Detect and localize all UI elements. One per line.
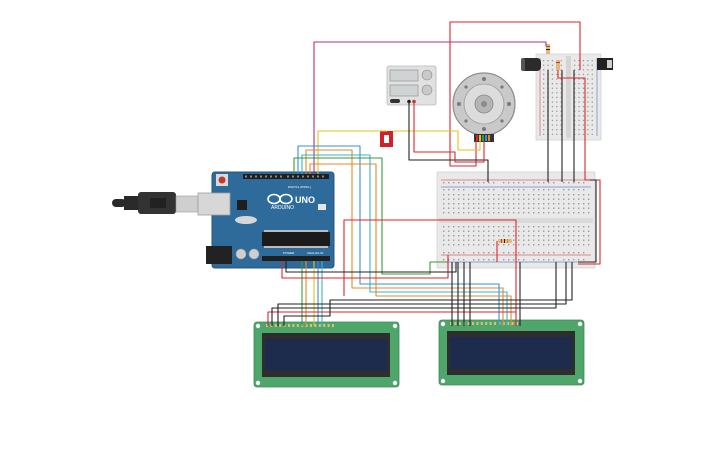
- voltage-display: [389, 69, 419, 82]
- wire-black-lcd-l1[interactable]: [271, 262, 557, 326]
- brand-label: ARDUINO: [271, 205, 294, 211]
- capacitor-stripe: [521, 58, 525, 71]
- lcd-left-screen: [265, 339, 387, 371]
- battery-clip[interactable]: [597, 58, 613, 70]
- wire-orange-d[interactable]: [305, 149, 504, 326]
- digital-header: [243, 174, 329, 179]
- model-label: UNO: [295, 195, 315, 205]
- power-label: POWER: [283, 251, 295, 255]
- half-breadboard[interactable]: [535, 53, 602, 141]
- breadboard-holes: [443, 182, 590, 261]
- wire-orange-d2[interactable]: [309, 163, 512, 326]
- wire-red-supply[interactable]: [413, 103, 485, 163]
- usb-plug-tip: [112, 199, 126, 207]
- slide-switch[interactable]: [380, 131, 393, 147]
- lcd-left-hole-bl: [255, 380, 261, 386]
- digital-header-pins: [245, 175, 324, 178]
- lcd-right-hole-tr: [577, 321, 583, 327]
- wire-black-lcd-l2[interactable]: [277, 262, 567, 326]
- resistor[interactable]: [498, 239, 512, 243]
- wire-yellow[interactable]: [317, 130, 387, 174]
- wire-red-top[interactable]: [449, 21, 581, 148]
- usb-connector-grip: [150, 198, 166, 208]
- usb-metal-shell: [175, 195, 199, 213]
- lcd-16x2-right[interactable]: [438, 319, 585, 386]
- stepper-motor[interactable]: [452, 72, 516, 142]
- atmega-chip-pins: [264, 230, 328, 248]
- battery-clip-contact: [607, 60, 612, 68]
- capacitor-1: [235, 248, 247, 260]
- current-knob[interactable]: [421, 84, 433, 96]
- led-indicator: [318, 204, 326, 210]
- wire-black-hb-side[interactable]: [578, 179, 597, 263]
- wire-blue-d[interactable]: [297, 145, 500, 326]
- motor-screw-holes: [457, 77, 511, 131]
- atmega-chip: [262, 232, 330, 246]
- power-jack: [206, 246, 232, 264]
- positive-terminal[interactable]: [412, 99, 416, 104]
- lcd-left-hole-br: [392, 380, 398, 386]
- voltage-knob[interactable]: [421, 69, 433, 81]
- arduino-uno[interactable]: DIGITAL (PWM~) UNO ARDUINO POWER ANALOG …: [197, 171, 335, 269]
- wire-red-bb[interactable]: [343, 219, 517, 326]
- lcd-16x2-left[interactable]: [253, 321, 400, 388]
- wire-red-hb[interactable]: [557, 70, 601, 265]
- wire-magenta[interactable]: [313, 41, 547, 174]
- reset-button-cap: [218, 176, 226, 184]
- wire-red-5v[interactable]: [281, 255, 449, 279]
- current-display: [389, 84, 419, 97]
- usb-cable-strain: [124, 196, 140, 210]
- usb-chip: [237, 200, 247, 210]
- lcd-left-hole-tl: [255, 323, 261, 329]
- wire-black-lcd-l3[interactable]: [283, 262, 573, 326]
- half-breadboard-gap: [566, 56, 571, 138]
- wire-red-lcd-l[interactable]: [267, 311, 516, 326]
- capacitor-body: [521, 58, 541, 71]
- wires: [267, 21, 601, 326]
- lcd-right-hole-tl: [440, 321, 446, 327]
- lcd-left-hole-tr: [392, 323, 398, 329]
- wire-green-d[interactable]: [293, 157, 448, 275]
- motor-leads: [476, 135, 490, 141]
- wire-black-supply[interactable]: [408, 103, 489, 182]
- dc-power-supply[interactable]: [386, 65, 437, 106]
- wire-red-motor[interactable]: [449, 141, 477, 167]
- power-analog-header: [262, 256, 330, 261]
- wire-black-gnd1[interactable]: [285, 261, 457, 273]
- wire-yellow-2[interactable]: [393, 130, 481, 151]
- slide-switch-knob[interactable]: [384, 135, 389, 143]
- crystal: [235, 216, 257, 224]
- motor-shaft: [481, 101, 487, 107]
- negative-terminal[interactable]: [407, 99, 411, 104]
- usb-cable[interactable]: [112, 192, 199, 214]
- lcd-right-hole-br: [577, 378, 583, 384]
- electrolytic-capacitor[interactable]: [521, 58, 541, 71]
- power-switch[interactable]: [390, 99, 400, 103]
- analog-label: ANALOG IN: [307, 251, 323, 255]
- lcd-right-hole-bl: [440, 378, 446, 384]
- resistor-top[interactable]: [546, 44, 560, 70]
- capacitor-2: [248, 248, 260, 260]
- digital-label: DIGITAL (PWM~): [288, 185, 311, 189]
- usb-port: [197, 192, 231, 216]
- arduino-logo-icon: [267, 193, 293, 205]
- resistor-top-body-2: [556, 60, 560, 70]
- half-breadboard-holes: [543, 60, 593, 135]
- lcd-right-screen: [450, 337, 572, 369]
